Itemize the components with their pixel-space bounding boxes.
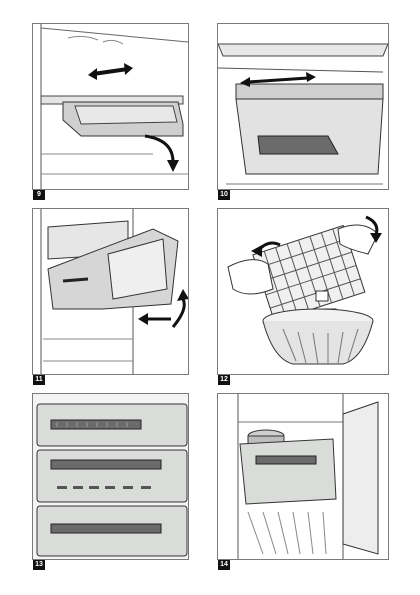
illustration-panel-11 — [32, 208, 189, 375]
figure-number-10: 10 — [218, 190, 230, 200]
illustration-panel-9 — [32, 23, 189, 190]
figure-number-9: 9 — [33, 190, 45, 200]
freezer-drawer-removal-illustration — [40, 209, 188, 374]
illustration-panel-10 — [217, 23, 389, 190]
shelf-adjustment-illustration — [218, 43, 388, 185]
figure-number-14: 14 — [218, 560, 230, 570]
drawer-removal-illustration — [40, 24, 188, 189]
figure-number-11: 11 — [33, 375, 45, 385]
illustration-panel-14 — [217, 393, 389, 560]
freezer-drawer-open-illustration — [237, 394, 379, 559]
figure-number-13: 13 — [33, 560, 45, 570]
ice-cube-tray-illustration — [227, 215, 382, 365]
freezer-compartments-illustration — [33, 394, 188, 559]
illustration-panel-13 — [32, 393, 189, 560]
figure-number-12: 12 — [218, 375, 230, 385]
illustration-panel-12 — [217, 208, 389, 375]
